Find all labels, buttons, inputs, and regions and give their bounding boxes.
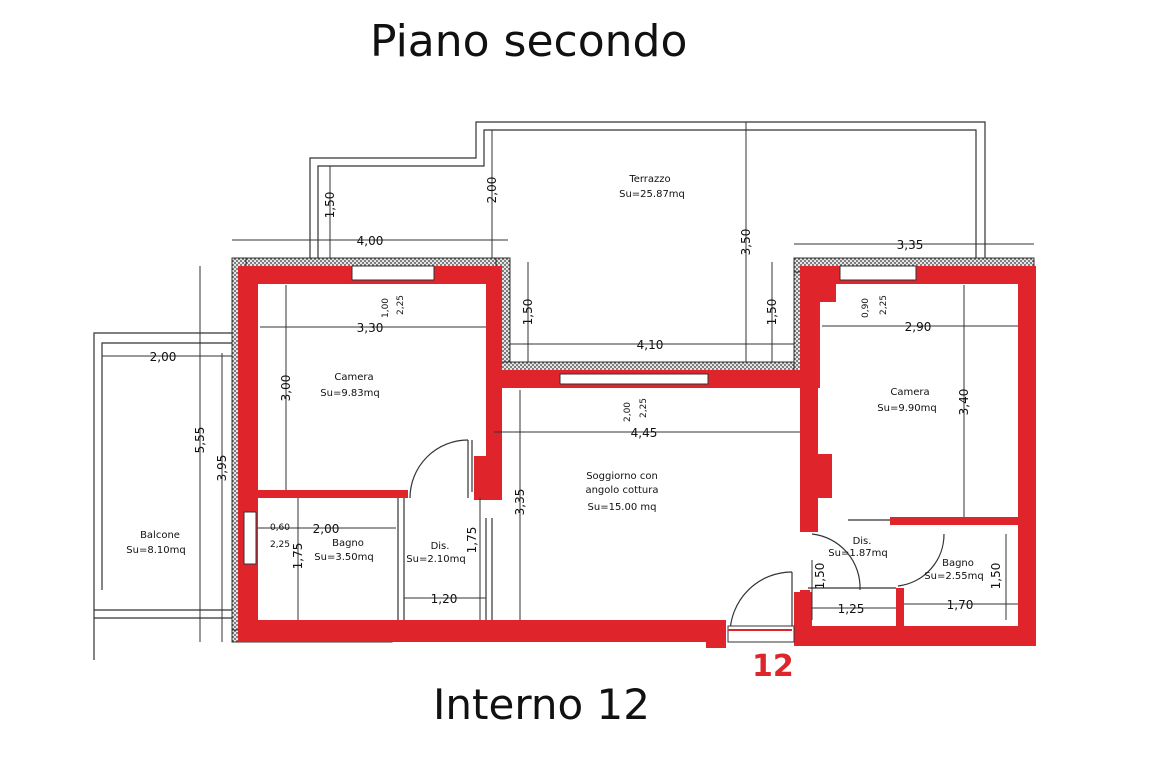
dim-125: 1,25: [838, 602, 865, 616]
soggiorno-name-1: Soggiorno con: [586, 471, 658, 482]
room-labels: Terrazzo Su=25.87mq Camera Su=9.83mq Sog…: [126, 174, 983, 582]
dim-330: 3,30: [357, 321, 384, 335]
camera-left-area: Su=9.83mq: [320, 388, 379, 399]
floor-title: Piano secondo: [370, 16, 688, 67]
dim-200-mid: 2,00: [623, 402, 633, 422]
dim-555: 5,55: [193, 427, 207, 454]
dis-right-area: Su=1.87mq: [828, 548, 887, 559]
partitions: [397, 440, 896, 620]
dim-410: 4,10: [637, 338, 664, 352]
balcone-name: Balcone: [140, 530, 180, 541]
dim-225-a: 2,25: [396, 295, 406, 315]
dim-335-mid: 3,35: [513, 489, 527, 516]
bagno-left-name: Bagno: [332, 538, 364, 549]
dim-120: 1,20: [431, 592, 458, 606]
dim-150-c: 1,50: [813, 563, 827, 590]
dis-left-name: Dis.: [431, 541, 450, 552]
bagno-left-area: Su=3.50mq: [314, 552, 373, 563]
dim-175-a: 1,75: [291, 543, 305, 570]
balcony-outline: [93, 332, 235, 660]
dim-290: 2,90: [905, 320, 932, 334]
dimension-labels: 4,00 3,35 1,50 2,00 3,50 3,30 4,10 2,90 …: [150, 177, 1003, 616]
dim-395: 3,95: [215, 455, 229, 482]
dim-200-bagno: 2,00: [313, 522, 340, 536]
dim-150-a: 1,50: [521, 299, 535, 326]
dim-335-top: 3,35: [897, 238, 924, 252]
dis-right-name: Dis.: [853, 536, 872, 547]
dim-090: 0,90: [861, 298, 871, 318]
dim-100: 1,00: [381, 298, 391, 318]
terrazzo-name: Terrazzo: [628, 174, 670, 185]
dim-225-bagno: 2,25: [270, 540, 290, 550]
walls: [238, 266, 1036, 648]
dis-left-area: Su=2.10mq: [406, 554, 465, 565]
dim-340: 3,40: [957, 389, 971, 416]
dimension-lines: [102, 122, 1034, 642]
dim-175-b: 1,75: [465, 527, 479, 554]
camera-left-name: Camera: [334, 372, 373, 383]
dim-150-b: 1,50: [765, 299, 779, 326]
dim-225-mid: 2,25: [639, 398, 649, 418]
dim-170: 1,70: [947, 598, 974, 612]
balcone-area: Su=8.10mq: [126, 545, 185, 556]
unit-title: Interno 12: [433, 680, 650, 729]
soggiorno-area: Su=15.00 mq: [588, 502, 657, 513]
dim-400: 4,00: [357, 234, 384, 248]
terrace-outline: [309, 121, 986, 258]
dim-350: 3,50: [739, 229, 753, 256]
dim-060: 0,60: [270, 523, 290, 533]
dim-150-d: 1,50: [989, 563, 1003, 590]
dim-445: 4,45: [631, 426, 658, 440]
drawing-area: [68, 112, 1044, 678]
dim-300: 3,00: [279, 375, 293, 402]
camera-right-area: Su=9.90mq: [877, 403, 936, 414]
bagno-right-area: Su=2.55mq: [924, 571, 983, 582]
door-swings: [409, 439, 945, 635]
dim-200-top: 2,00: [485, 177, 499, 204]
camera-right-name: Camera: [890, 387, 929, 398]
terrazzo-area: Su=25.87mq: [619, 189, 685, 200]
dim-200-balc: 2,00: [150, 350, 177, 364]
bagno-right-name: Bagno: [942, 558, 974, 569]
dim-225-b: 2,25: [879, 295, 889, 315]
dim-150-top: 1,50: [323, 192, 337, 219]
soggiorno-name-2: angolo cottura: [585, 485, 658, 496]
unit-number: 12: [752, 649, 794, 684]
